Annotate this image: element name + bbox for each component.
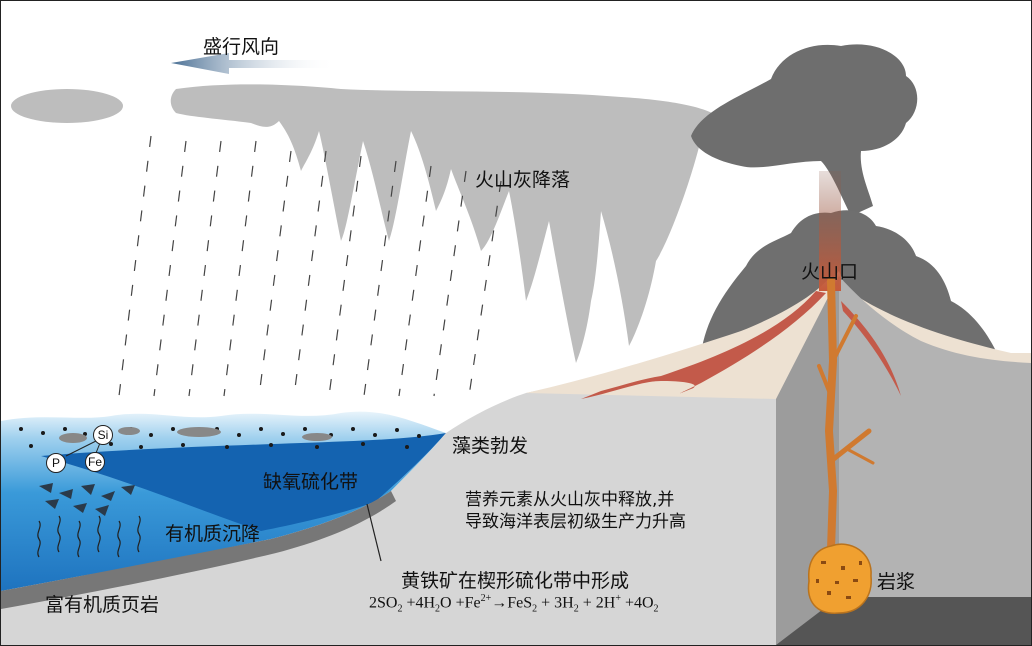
silicon-badge: Si — [93, 425, 113, 445]
organic-flakes — [39, 483, 135, 516]
eq-term: + 3H — [537, 594, 574, 612]
eq-sub: 2 — [532, 603, 538, 615]
element-arrows — [65, 440, 101, 457]
volcanic-vent — [819, 171, 841, 291]
eq-sub: 2 — [573, 603, 579, 615]
eq-term: +4H — [402, 594, 436, 612]
algae-label: 藻类勃发 — [452, 435, 529, 457]
eq-term: + 2H — [578, 594, 616, 612]
eq-term: O +Fe — [440, 594, 481, 612]
nutrients-label-line1: 营养元素从火山灰中释放,并 — [465, 490, 675, 510]
iron-badge: Fe — [85, 452, 105, 472]
eq-term: +4O — [620, 594, 654, 612]
ash-particles — [59, 427, 332, 443]
shale-layer — [1, 491, 396, 609]
settling-wavy-lines — [37, 515, 141, 558]
crater-label: 火山口 — [801, 261, 859, 283]
eq-sub: 2 — [397, 603, 403, 615]
organic-settling-label: 有机质沉降 — [165, 523, 261, 545]
magma-crystals — [816, 561, 862, 599]
ash-cloud — [11, 84, 721, 363]
eq-sub: 2 — [435, 603, 441, 615]
magma-label: 岩浆 — [877, 571, 916, 593]
eq-term: 2SO — [369, 594, 398, 612]
wind-arrow-icon — [171, 53, 336, 74]
phosphorus-badge: P — [46, 453, 66, 473]
anoxic-zone-label: 缺氧硫化带 — [263, 471, 359, 493]
magma-conduit — [817, 277, 875, 553]
wind-label: 盛行风向 — [203, 36, 280, 58]
ash-fall-label: 火山灰降落 — [475, 169, 571, 191]
pyrite-leader-line — [366, 503, 382, 562]
eq-sup: 2+ — [480, 593, 492, 604]
eq-sub: 2 — [653, 603, 659, 615]
nutrients-label-line2: 导致海洋表层初级生产力升高 — [465, 512, 686, 532]
shale-label: 富有机质页岩 — [45, 594, 160, 616]
lava-flows — [581, 291, 901, 399]
ash-fall-streaks — [118, 135, 502, 397]
magma-chamber — [807, 543, 872, 614]
pyrite-label: 黄铁矿在楔形硫化带中形成 — [401, 570, 630, 592]
pyrite-equation: 2SO2 +4H2O +Fe2+→FeS2 + 3H2 + 2H+ +4O2 — [369, 593, 659, 615]
anoxic-zone — [41, 433, 446, 531]
eq-sup: + — [615, 593, 621, 604]
eq-term: →FeS — [491, 594, 533, 612]
